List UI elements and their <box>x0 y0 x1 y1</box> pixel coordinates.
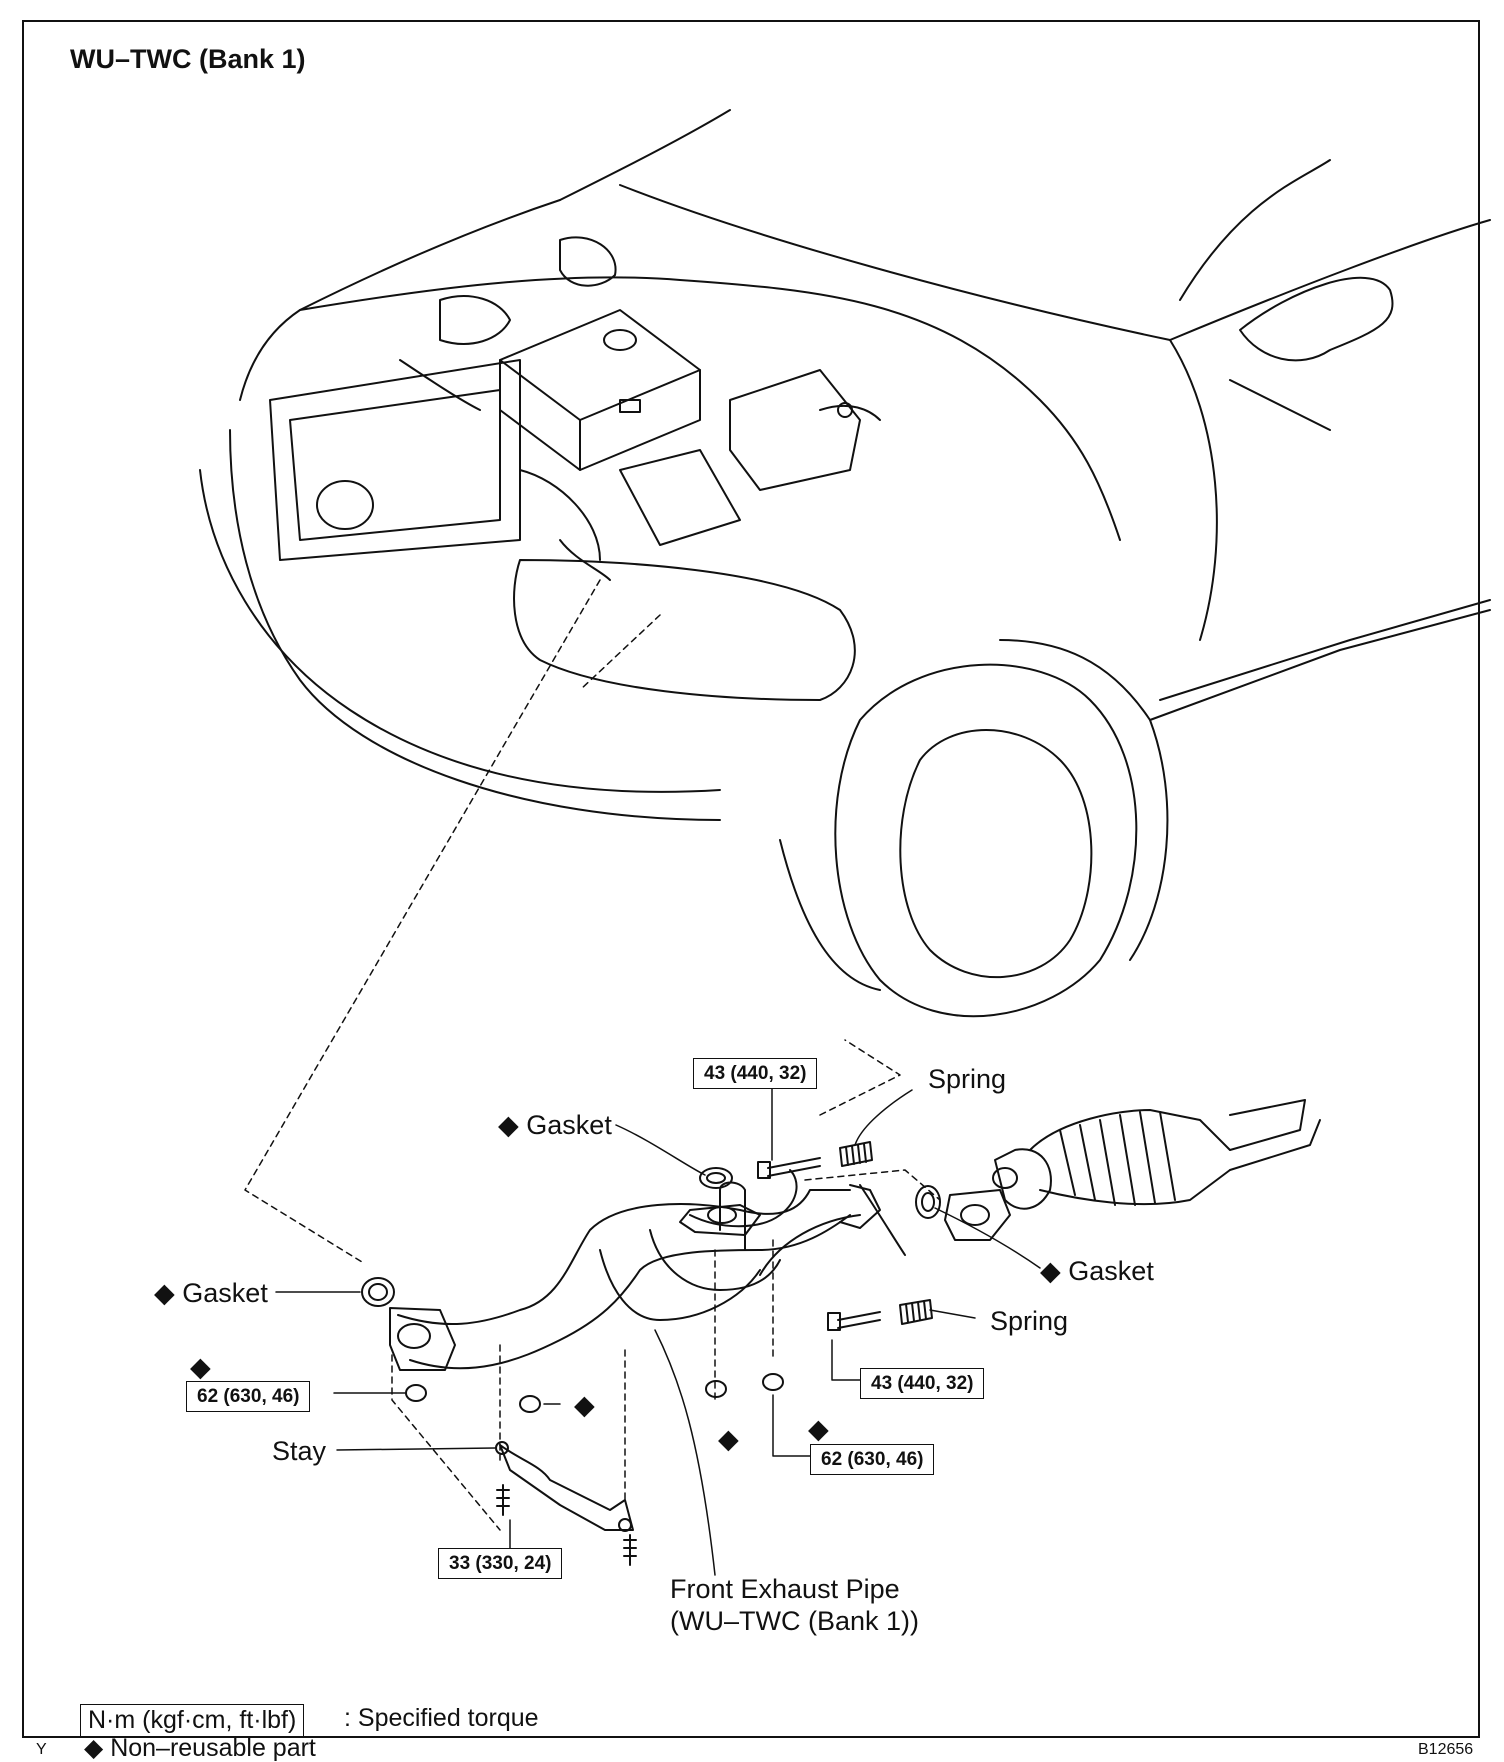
spring-label-right: Spring <box>990 1306 1069 1336</box>
nonreusable-icon: ◆ <box>190 1352 211 1382</box>
front-exhaust-pipe-sublabel: (WU–TWC (Bank 1)) <box>670 1606 919 1636</box>
stay-label: Stay <box>272 1436 327 1466</box>
vehicle-drawing <box>199 109 1491 1018</box>
gasket-label-left: ◆ Gasket <box>154 1278 268 1308</box>
diagram-frame <box>22 20 1480 1738</box>
legend-torque-text: : Specified torque <box>344 1704 539 1732</box>
torque-spec-center: 62 (630, 46) <box>810 1444 935 1475</box>
gasket-label-top: ◆ Gasket <box>498 1110 612 1140</box>
nonreusable-icon: ◆ <box>154 1278 175 1308</box>
nonreusable-icon: ◆ <box>84 1734 104 1762</box>
nonreusable-icon: ◆ <box>1040 1256 1061 1286</box>
corner-code-left: Y <box>36 1741 47 1758</box>
nonreusable-icon: ◆ <box>808 1414 829 1444</box>
nonreusable-icon: ◆ <box>498 1110 519 1140</box>
figure-id: B12656 <box>1418 1741 1474 1758</box>
legend-nonreusable: ◆ Non–reusable part <box>84 1734 316 1762</box>
exhaust-pipe-assembly <box>389 1169 1011 1371</box>
spring-label-top: Spring <box>928 1064 1007 1094</box>
torque-spec-left: 62 (630, 46) <box>186 1381 311 1412</box>
legend-torque-box: N·m (kgf·cm, ft·lbf) <box>80 1704 305 1737</box>
gaskets <box>361 1167 941 1307</box>
label-leaders <box>275 1067 1041 1576</box>
torque-spec-right: 43 (440, 32) <box>860 1368 985 1399</box>
dashed-leaders <box>244 579 941 1531</box>
nonreusable-icon: ◆ <box>574 1390 595 1420</box>
gasket-label-right: ◆ Gasket <box>1040 1256 1154 1286</box>
page-title: WU–TWC (Bank 1) <box>70 44 306 74</box>
catalytic-converter <box>992 1099 1321 1210</box>
fasteners <box>405 1141 933 1566</box>
torque-spec-top: 43 (440, 32) <box>693 1058 818 1089</box>
nonreusable-icon: ◆ <box>718 1424 739 1454</box>
front-exhaust-pipe-label: Front Exhaust Pipe <box>670 1574 900 1604</box>
torque-spec-stay: 33 (330, 24) <box>438 1548 563 1579</box>
